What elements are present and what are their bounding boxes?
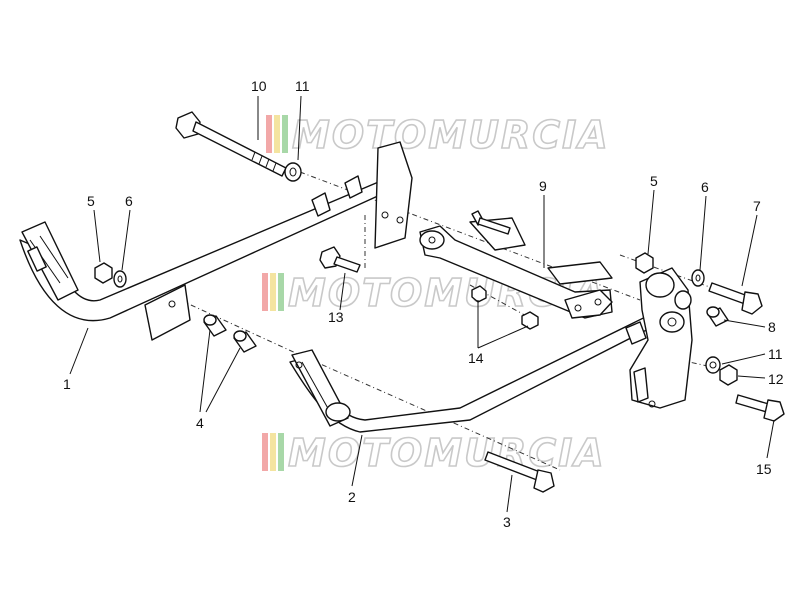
- bolt-13: [319, 246, 361, 273]
- watermark-middle: MOTOMURCIA: [262, 270, 606, 316]
- callout-14: 14: [468, 350, 484, 366]
- callout-15: 15: [756, 461, 772, 477]
- callout-11-right: 11: [768, 346, 783, 362]
- watermark-stripe-red: [262, 433, 268, 471]
- callout-11-upper: 11: [295, 78, 310, 94]
- callout-12: 12: [768, 371, 784, 387]
- spacer-8: [706, 306, 729, 327]
- callout-labels: 10 11 5 6 1 4 13 14 9 5 6 7 8 11 12 15 2…: [63, 78, 784, 530]
- nut-right-5: [635, 252, 654, 274]
- leader-lines: [69, 95, 775, 513]
- washer-left: [113, 270, 127, 288]
- callout-1: 1: [63, 376, 71, 392]
- watermark-stripe-yellow: [270, 273, 276, 311]
- bolt-15: [735, 394, 785, 422]
- bolt-7: [708, 282, 763, 315]
- callout-10: 10: [251, 78, 267, 94]
- long-bolt: [175, 111, 287, 177]
- footrest-bar-left: [19, 175, 389, 341]
- callout-8: 8: [768, 319, 776, 335]
- watermark-top: MOTOMURCIA: [266, 112, 610, 158]
- bracket-assembly: [419, 210, 613, 319]
- callout-6-left: 6: [125, 193, 133, 209]
- watermark-stripe-green: [278, 273, 284, 311]
- mounting-plate-upper: [374, 141, 413, 249]
- watermark-bottom: MOTOMURCIA: [262, 430, 606, 476]
- watermark-text: MOTOMURCIA: [292, 113, 610, 157]
- watermark-stripe-red: [266, 115, 272, 153]
- bolt-3: [484, 451, 555, 493]
- callout-2: 2: [348, 489, 356, 505]
- watermark-stripe-yellow: [270, 433, 276, 471]
- watermark-text: MOTOMURCIA: [288, 271, 606, 315]
- callout-6-right: 6: [701, 179, 709, 195]
- nut-12: [719, 364, 738, 386]
- spacer-left: [203, 314, 227, 337]
- spacer-right: [233, 330, 257, 353]
- watermark-stripe-green: [278, 433, 284, 471]
- watermark-text: MOTOMURCIA: [288, 431, 606, 475]
- nut-14-lower: [521, 311, 539, 330]
- watermark-stripe-red: [262, 273, 268, 311]
- callout-3: 3: [503, 514, 511, 530]
- watermark-stripe-yellow: [274, 115, 280, 153]
- footrest-bar-lower: [289, 303, 673, 433]
- callout-5-right: 5: [650, 173, 658, 189]
- washer-right-11: [705, 356, 721, 374]
- washer-upper: [284, 162, 302, 182]
- frame-bracket-right: [629, 267, 693, 409]
- callout-9: 9: [539, 178, 547, 194]
- watermark-stripe-green: [282, 115, 288, 153]
- callout-4: 4: [196, 415, 204, 431]
- callout-13: 13: [328, 309, 344, 325]
- washer-right-6: [691, 269, 705, 287]
- nut-left: [94, 262, 113, 284]
- nut-14-upper: [471, 285, 487, 303]
- callout-5-left: 5: [87, 193, 95, 209]
- callout-7: 7: [753, 198, 761, 214]
